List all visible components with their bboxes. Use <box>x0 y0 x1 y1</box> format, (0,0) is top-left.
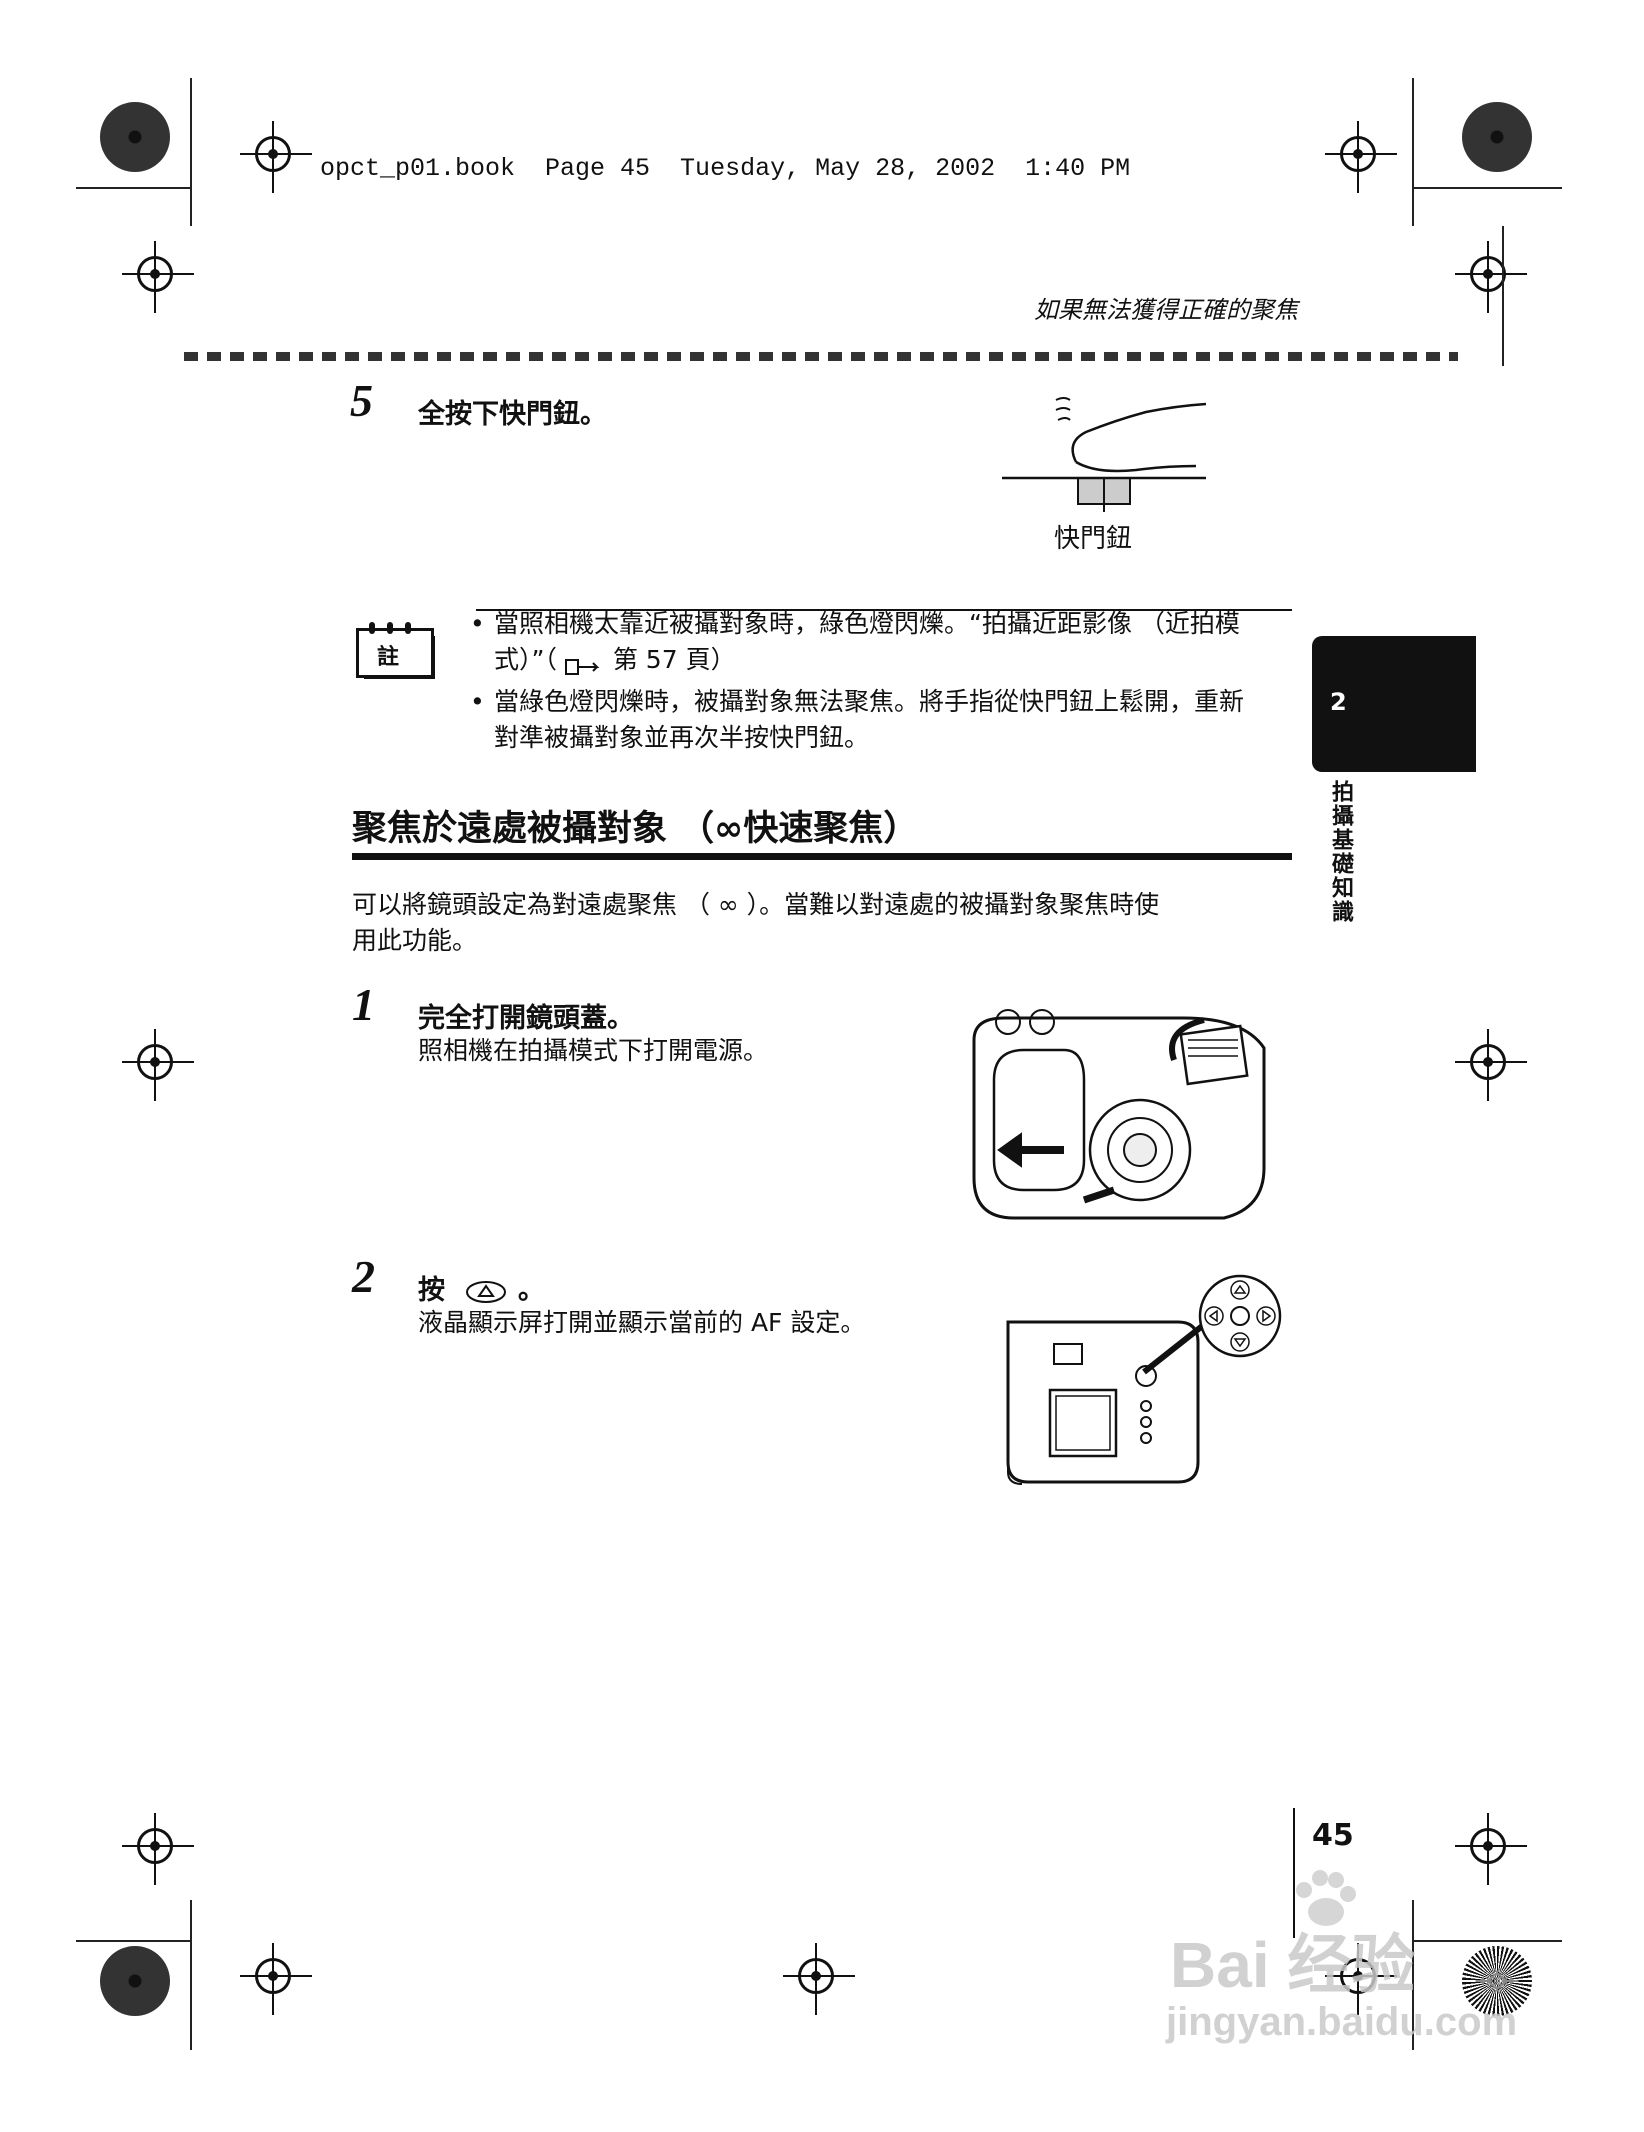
registration-disc <box>1462 102 1532 172</box>
note-line: 當綠色燈閃爍時，被攝對象無法聚焦。將手指從快門鈕上鬆開，重新 <box>494 687 1245 716</box>
shutter-press-illustration <box>1002 397 1207 512</box>
step-2-title-prefix: 按 <box>418 1275 445 1306</box>
note-line: 對準被攝對象並再次半按快門鈕。 <box>494 723 870 752</box>
registration-target <box>1470 1828 1506 1864</box>
registration-target <box>1470 256 1506 292</box>
registration-sunburst <box>1462 1946 1532 2016</box>
header-rule <box>184 352 1458 361</box>
chapter-label: 拍攝基礎知識 <box>1328 780 1353 924</box>
up-arrow-button-icon <box>464 1279 508 1305</box>
step-5-number: 5 <box>350 375 373 426</box>
page-number: 45 <box>1312 1818 1354 1853</box>
note-icon: 註 <box>356 622 435 679</box>
watermark-url: jingyan.baidu.com <box>1166 2000 1518 2044</box>
section-intro-line: 用此功能。 <box>352 926 478 955</box>
paw-logo-icon <box>1290 1870 1360 1930</box>
registration-target <box>137 1044 173 1080</box>
registration-target <box>255 1958 291 1994</box>
file-info-line: opct_p01.book Page 45 Tuesday, May 28, 2… <box>320 154 1131 183</box>
step-1-number: 1 <box>352 979 375 1030</box>
section-intro-line: 可以將鏡頭設定為對遠處聚焦 （ ∞ ）。當難以對遠處的被攝對象聚焦時使 <box>352 890 1160 919</box>
note-line-text: 式）”（ <box>494 645 557 674</box>
step-1-description: 照相機在拍攝模式下打開電源。 <box>418 1036 769 1065</box>
note-bullet: • <box>470 687 485 716</box>
registration-disc <box>100 1946 170 2016</box>
note-rule <box>476 609 1292 611</box>
registration-target <box>137 1828 173 1864</box>
chapter-number: 2 <box>1330 688 1347 716</box>
step-1-title: 完全打開鏡頭蓋。 <box>418 1003 634 1034</box>
page-reference: 第 57 頁） <box>612 645 736 674</box>
registration-target <box>137 256 173 292</box>
step-2-description: 液晶顯示屏打開並顯示當前的 AF 設定。 <box>418 1308 866 1337</box>
shutter-button-label: 快門鈕 <box>1054 524 1133 554</box>
registration-disc <box>100 102 170 172</box>
watermark-brand: Bai 经验 <box>1170 1929 1416 2001</box>
registration-target <box>255 136 291 172</box>
note-line: 式）”（ 第 57 頁） <box>494 642 736 678</box>
page-ref-icon <box>564 651 605 675</box>
step-2-title: 按 。 <box>418 1268 545 1307</box>
step-5-title: 全按下快門鈕。 <box>418 399 607 430</box>
page-number-rule <box>1293 1808 1295 1938</box>
registration-target <box>1340 136 1376 172</box>
running-title: 如果無法獲得正確的聚焦 <box>1034 296 1298 324</box>
step-2-number: 2 <box>352 1251 375 1302</box>
step-2-title-suffix: 。 <box>517 1275 545 1306</box>
registration-target <box>1340 1958 1376 1994</box>
chapter-tab <box>1312 636 1476 772</box>
registration-target <box>1470 1044 1506 1080</box>
note-bullet: • <box>470 609 485 638</box>
note-line: 當照相機太靠近被攝對象時，綠色燈閃爍。“拍攝近距影像 （近拍模 <box>494 609 1240 638</box>
camera-back-illustration <box>1006 1274 1282 1485</box>
camera-lens-cover-illustration <box>972 1009 1266 1220</box>
section-rule <box>352 853 1292 860</box>
section-title: 聚焦於遠處被攝對象 （∞快速聚焦） <box>352 809 919 849</box>
note-icon-label: 註 <box>377 645 400 670</box>
registration-target <box>798 1958 834 1994</box>
